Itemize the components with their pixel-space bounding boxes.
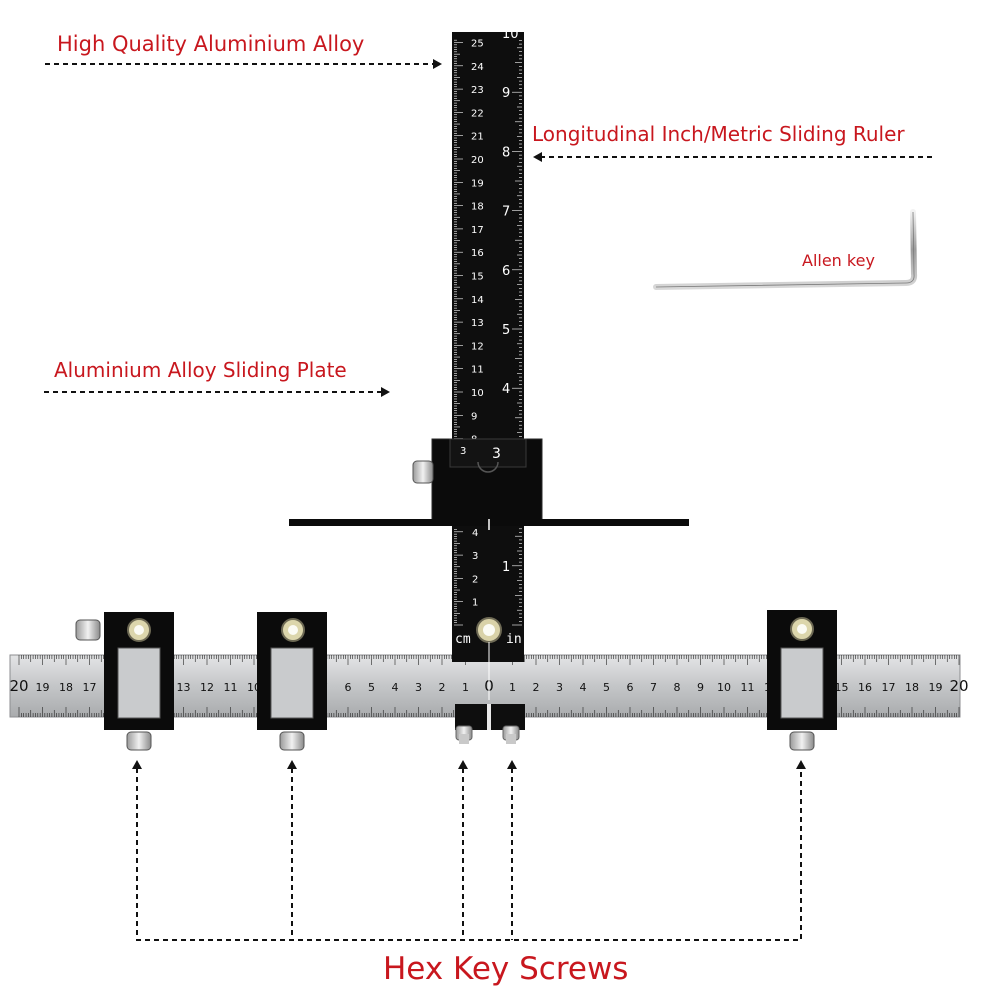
v-ruler-number: 18	[471, 202, 484, 213]
v-ruler-number: 19	[471, 178, 484, 189]
vertical-sliding-ruler: 2524232221201918171615141312111098109876…	[452, 27, 524, 700]
v-ruler-number: 10	[502, 27, 519, 42]
h-ruler-number: 5	[368, 681, 375, 694]
h-ruler-number: 3	[556, 681, 563, 694]
v-ruler-number: 21	[471, 132, 484, 143]
sliding-plate-label: Aluminium Alloy Sliding Plate	[54, 358, 347, 382]
h-ruler-number: 17	[882, 681, 896, 694]
h-ruler-number: 20	[949, 677, 968, 695]
h-ruler-number: 19	[929, 681, 943, 694]
h-ruler-number: 17	[83, 681, 97, 694]
h-ruler-number: 8	[674, 681, 681, 694]
inch-unit-label: in	[506, 632, 522, 647]
v-ruler-number: 20	[471, 155, 484, 166]
svg-text:3: 3	[492, 446, 501, 462]
allen-key-label: Allen key	[802, 251, 875, 270]
center-clamp	[455, 704, 525, 744]
h-ruler-number: 6	[627, 681, 634, 694]
v-ruler-number: 11	[471, 365, 484, 376]
vertical-ruler-ticks	[454, 39, 522, 626]
h-ruler-number: 6	[345, 681, 352, 694]
h-ruler-number: 2	[533, 681, 540, 694]
v-ruler-number: 23	[471, 85, 484, 96]
allen-key-icon	[653, 209, 918, 290]
h-ruler-number: 20	[9, 677, 28, 695]
v-ruler-number: 8	[502, 145, 510, 160]
h-ruler-number: 10	[717, 681, 731, 694]
v-ruler-number: 7	[502, 205, 510, 220]
cm-unit-label: cm	[455, 632, 471, 647]
svg-text:3: 3	[460, 446, 466, 457]
left-inner-clamp	[257, 612, 327, 751]
v-ruler-number: 3	[472, 551, 478, 562]
h-ruler-number: 7	[650, 681, 657, 694]
callout-arrows	[44, 63, 932, 941]
h-ruler-number: 4	[580, 681, 587, 694]
h-ruler-number: 15	[835, 681, 849, 694]
arrow-heads	[132, 59, 806, 769]
vertical-ruler-numbers: 2524232221201918171615141312111098109876…	[471, 27, 519, 609]
h-ruler-number: 1	[509, 681, 516, 694]
hex-key-screws-label: Hex Key Screws	[383, 951, 629, 987]
v-ruler-number: 13	[471, 318, 484, 329]
v-ruler-number: 15	[471, 272, 484, 283]
aluminium-sliding-plate: 3 3	[289, 438, 689, 530]
v-ruler-number: 2	[472, 574, 478, 585]
right-clamp	[767, 610, 837, 751]
v-ruler-number: 10	[471, 388, 484, 399]
h-ruler-number: 1	[462, 681, 469, 694]
hex-screws-bracket	[136, 768, 802, 941]
aluminium-alloy-label: High Quality Aluminium Alloy	[57, 32, 365, 56]
h-ruler-number: 16	[858, 681, 872, 694]
h-ruler-number: 18	[59, 681, 73, 694]
v-ruler-number: 25	[471, 39, 484, 50]
v-ruler-number: 9	[471, 411, 477, 422]
h-ruler-number: 3	[415, 681, 422, 694]
h-ruler-number: 18	[905, 681, 919, 694]
v-ruler-number: 14	[471, 295, 484, 306]
h-ruler-number: 12	[200, 681, 214, 694]
h-ruler-number: 19	[36, 681, 50, 694]
sliding-ruler-label: Longitudinal Inch/Metric Sliding Ruler	[532, 122, 905, 146]
v-ruler-number: 24	[471, 62, 484, 73]
v-ruler-number: 5	[502, 323, 510, 338]
v-ruler-number: 22	[471, 108, 484, 119]
v-ruler-number: 9	[502, 86, 510, 101]
left-outer-clamp	[75, 612, 174, 751]
v-ruler-number: 16	[471, 248, 484, 259]
h-ruler-number: 4	[392, 681, 399, 694]
v-ruler-number: 17	[471, 225, 484, 236]
v-ruler-number: 4	[472, 528, 478, 539]
v-ruler-number: 12	[471, 341, 484, 352]
h-ruler-number: 2	[439, 681, 446, 694]
h-ruler-number: 13	[177, 681, 191, 694]
v-ruler-number: 1	[472, 598, 478, 609]
v-ruler-number: 4	[502, 382, 510, 397]
v-ruler-number: 6	[502, 264, 510, 279]
v-ruler-number: 1	[502, 560, 510, 575]
h-ruler-number: 11	[224, 681, 238, 694]
h-ruler-number: 11	[741, 681, 755, 694]
h-ruler-number: 5	[603, 681, 610, 694]
h-ruler-number: 9	[697, 681, 704, 694]
